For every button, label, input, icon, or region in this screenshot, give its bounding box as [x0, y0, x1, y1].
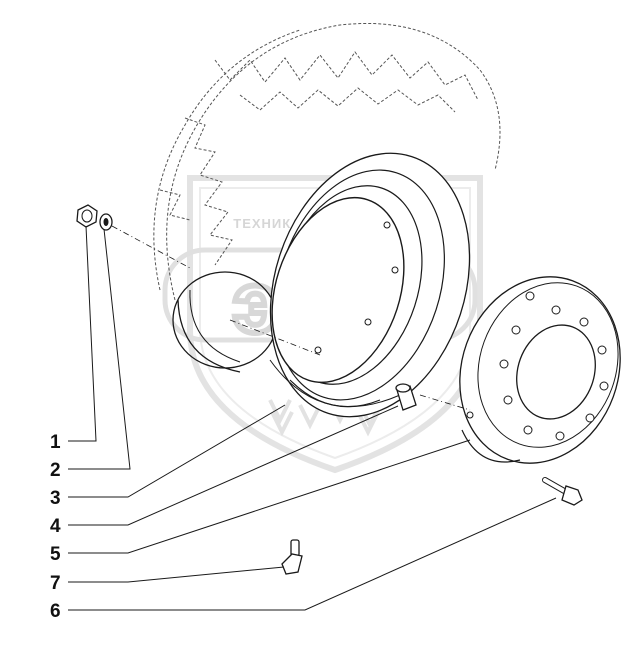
tire-outline	[153, 22, 501, 301]
callout-7: 7	[50, 573, 61, 594]
callout-1: 1	[50, 432, 61, 453]
tire-valve-part	[281, 539, 303, 575]
callout-3: 3	[50, 488, 61, 509]
callout-4: 4	[50, 516, 61, 537]
wheel-rim	[269, 152, 471, 418]
washer-part	[99, 213, 113, 231]
callout-labels: 1 2 3 4 5 7 6	[50, 432, 61, 622]
leader-lines	[68, 225, 557, 611]
assembly-axis-lines	[111, 225, 471, 411]
rim-inner-band	[172, 271, 278, 373]
nut-part	[76, 204, 98, 228]
callout-6: 6	[50, 601, 61, 622]
callout-5: 5	[50, 544, 61, 565]
spacer-bushing-part	[395, 383, 417, 411]
callout-2: 2	[50, 460, 61, 481]
wheel-disc	[459, 276, 621, 464]
wheel-bolt-part	[542, 477, 583, 506]
